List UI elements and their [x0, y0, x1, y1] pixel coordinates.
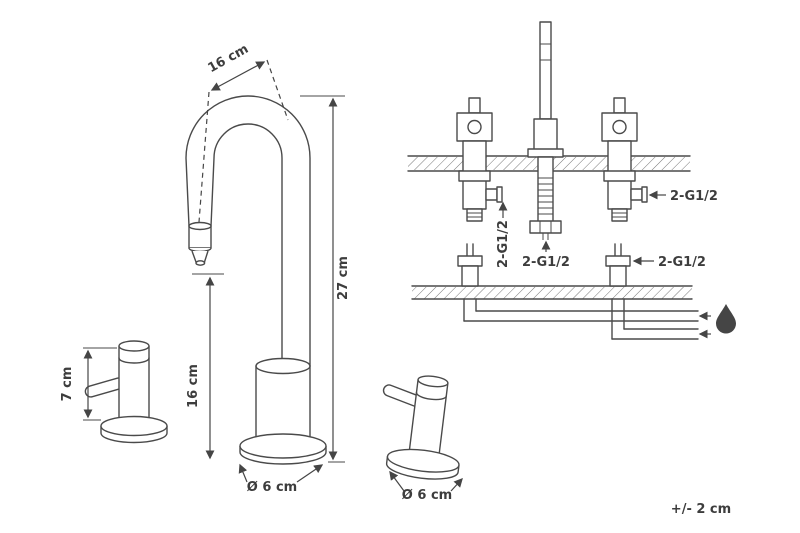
dim-spout-reach-label: 16 cm [205, 42, 251, 76]
supply-pipes [463, 298, 711, 340]
dim-handle-height-label: 7 cm [60, 367, 75, 402]
faucet-base [239, 433, 327, 465]
tolerance-note: +/- 2 cm [671, 502, 731, 517]
handle-height-dimension: 7 cm [60, 347, 117, 421]
dim-base-diameter-label: Ø 6 cm [247, 480, 297, 495]
thread-right-upper-label: 2-G1/2 [670, 189, 718, 204]
dim-front-handle-diameter-label: Ø 6 cm [402, 488, 452, 503]
water-drop-icon [716, 304, 736, 334]
side-handle-drawing [84, 340, 168, 444]
base-diameter-dimension: Ø 6 cm [238, 463, 324, 495]
right-supply-fitting [605, 243, 631, 287]
spout [185, 95, 311, 367]
front-handle-diameter-dimension: Ø 6 cm [389, 470, 463, 503]
dim-outlet-height-label: 16 cm [186, 364, 201, 408]
front-handle-drawing [382, 375, 460, 480]
thread-left-label: 2-G1/2 [496, 220, 511, 268]
spout-shank [527, 21, 564, 240]
shank-threads [538, 177, 553, 215]
left-valve [456, 97, 503, 222]
main-faucet-drawing [185, 95, 327, 465]
dim-total-height-label: 27 cm [336, 256, 351, 300]
outlet-height-dimension: 16 cm [186, 273, 224, 460]
thread-right-lower-label: 2-G1/2 [658, 255, 706, 270]
thread-labels: 2-G1/2 2-G1/2 2-G1/2 2-G1/2 [496, 189, 718, 270]
left-supply-fitting [457, 243, 483, 287]
right-valve [601, 97, 648, 222]
thread-center-label: 2-G1/2 [522, 255, 570, 270]
aerator [188, 221, 212, 266]
countertop-lower [411, 285, 693, 300]
total-height-dimension: 27 cm [300, 95, 351, 463]
installation-diagram: 2-G1/2 2-G1/2 2-G1/2 2-G1/2 [407, 21, 736, 340]
